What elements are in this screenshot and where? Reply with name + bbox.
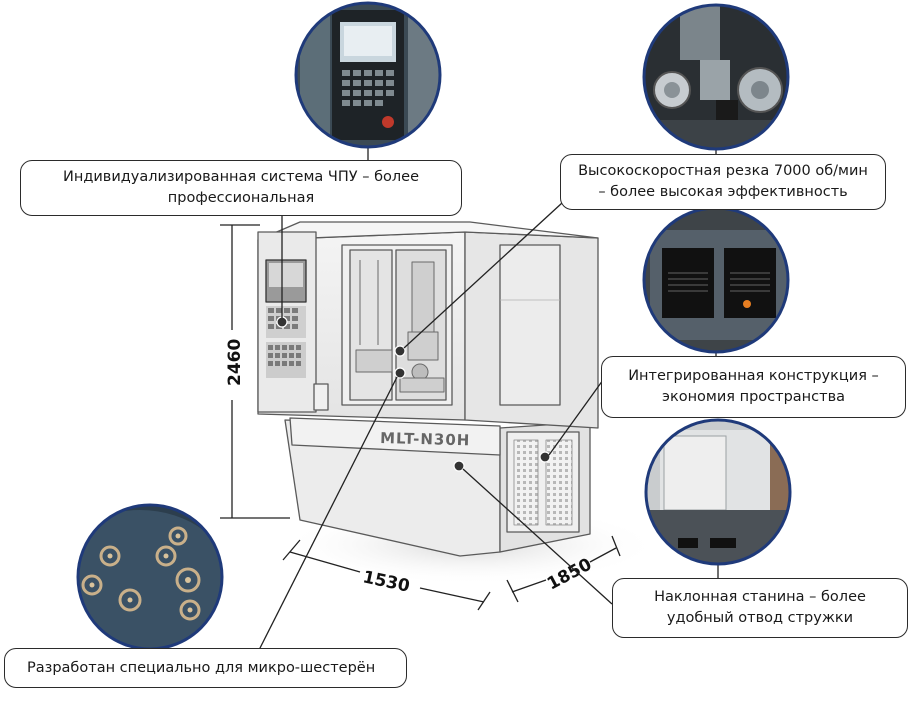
depth-dimension <box>506 535 621 603</box>
cnc-panel-photo <box>294 1 442 149</box>
spindle-photo <box>642 3 790 151</box>
connector-lines <box>257 148 719 653</box>
slant-bed-line1: Наклонная станина – более <box>654 589 866 605</box>
width-dimension <box>282 539 491 611</box>
micro-gears-line1: Разработан специально для микро-шестерён <box>27 659 376 676</box>
slant-bed-line2: удобный отвод стружки <box>666 610 854 626</box>
height-label: 2460 <box>225 339 245 386</box>
cnc-system-line2: профессиональная <box>167 190 315 206</box>
micro-gears-photo <box>76 503 224 651</box>
integrated-line2: экономия пространства <box>661 389 846 405</box>
integrated-photo <box>642 206 790 354</box>
height-dimension <box>220 224 290 519</box>
model-label: MLT-N30H <box>380 429 471 449</box>
high-speed-line2: – более высокая эффективность <box>598 184 848 200</box>
slant-bed-photo <box>644 418 792 566</box>
cnc-system-line1: Индивидуализированная система ЧПУ – боле… <box>63 169 419 185</box>
high-speed-callout: Высокоскоростная резка 7000 об/мин – бол… <box>560 154 886 210</box>
slant-bed-callout: Наклонная станина – более удобный отвод … <box>612 578 908 638</box>
integrated-callout: Интегрированная конструкция – экономия п… <box>601 356 906 418</box>
cnc-system-callout: Индивидуализированная система ЧПУ – боле… <box>20 160 462 216</box>
callout-dots <box>276 316 551 472</box>
integrated-line1: Интегрированная конструкция – <box>628 368 879 384</box>
micro-gears-callout: Разработан специально для микро-шестерён <box>4 648 407 688</box>
high-speed-line1: Высокоскоростная резка 7000 об/мин <box>578 163 868 179</box>
cnc-machine: MLT-N30H <box>257 221 599 557</box>
